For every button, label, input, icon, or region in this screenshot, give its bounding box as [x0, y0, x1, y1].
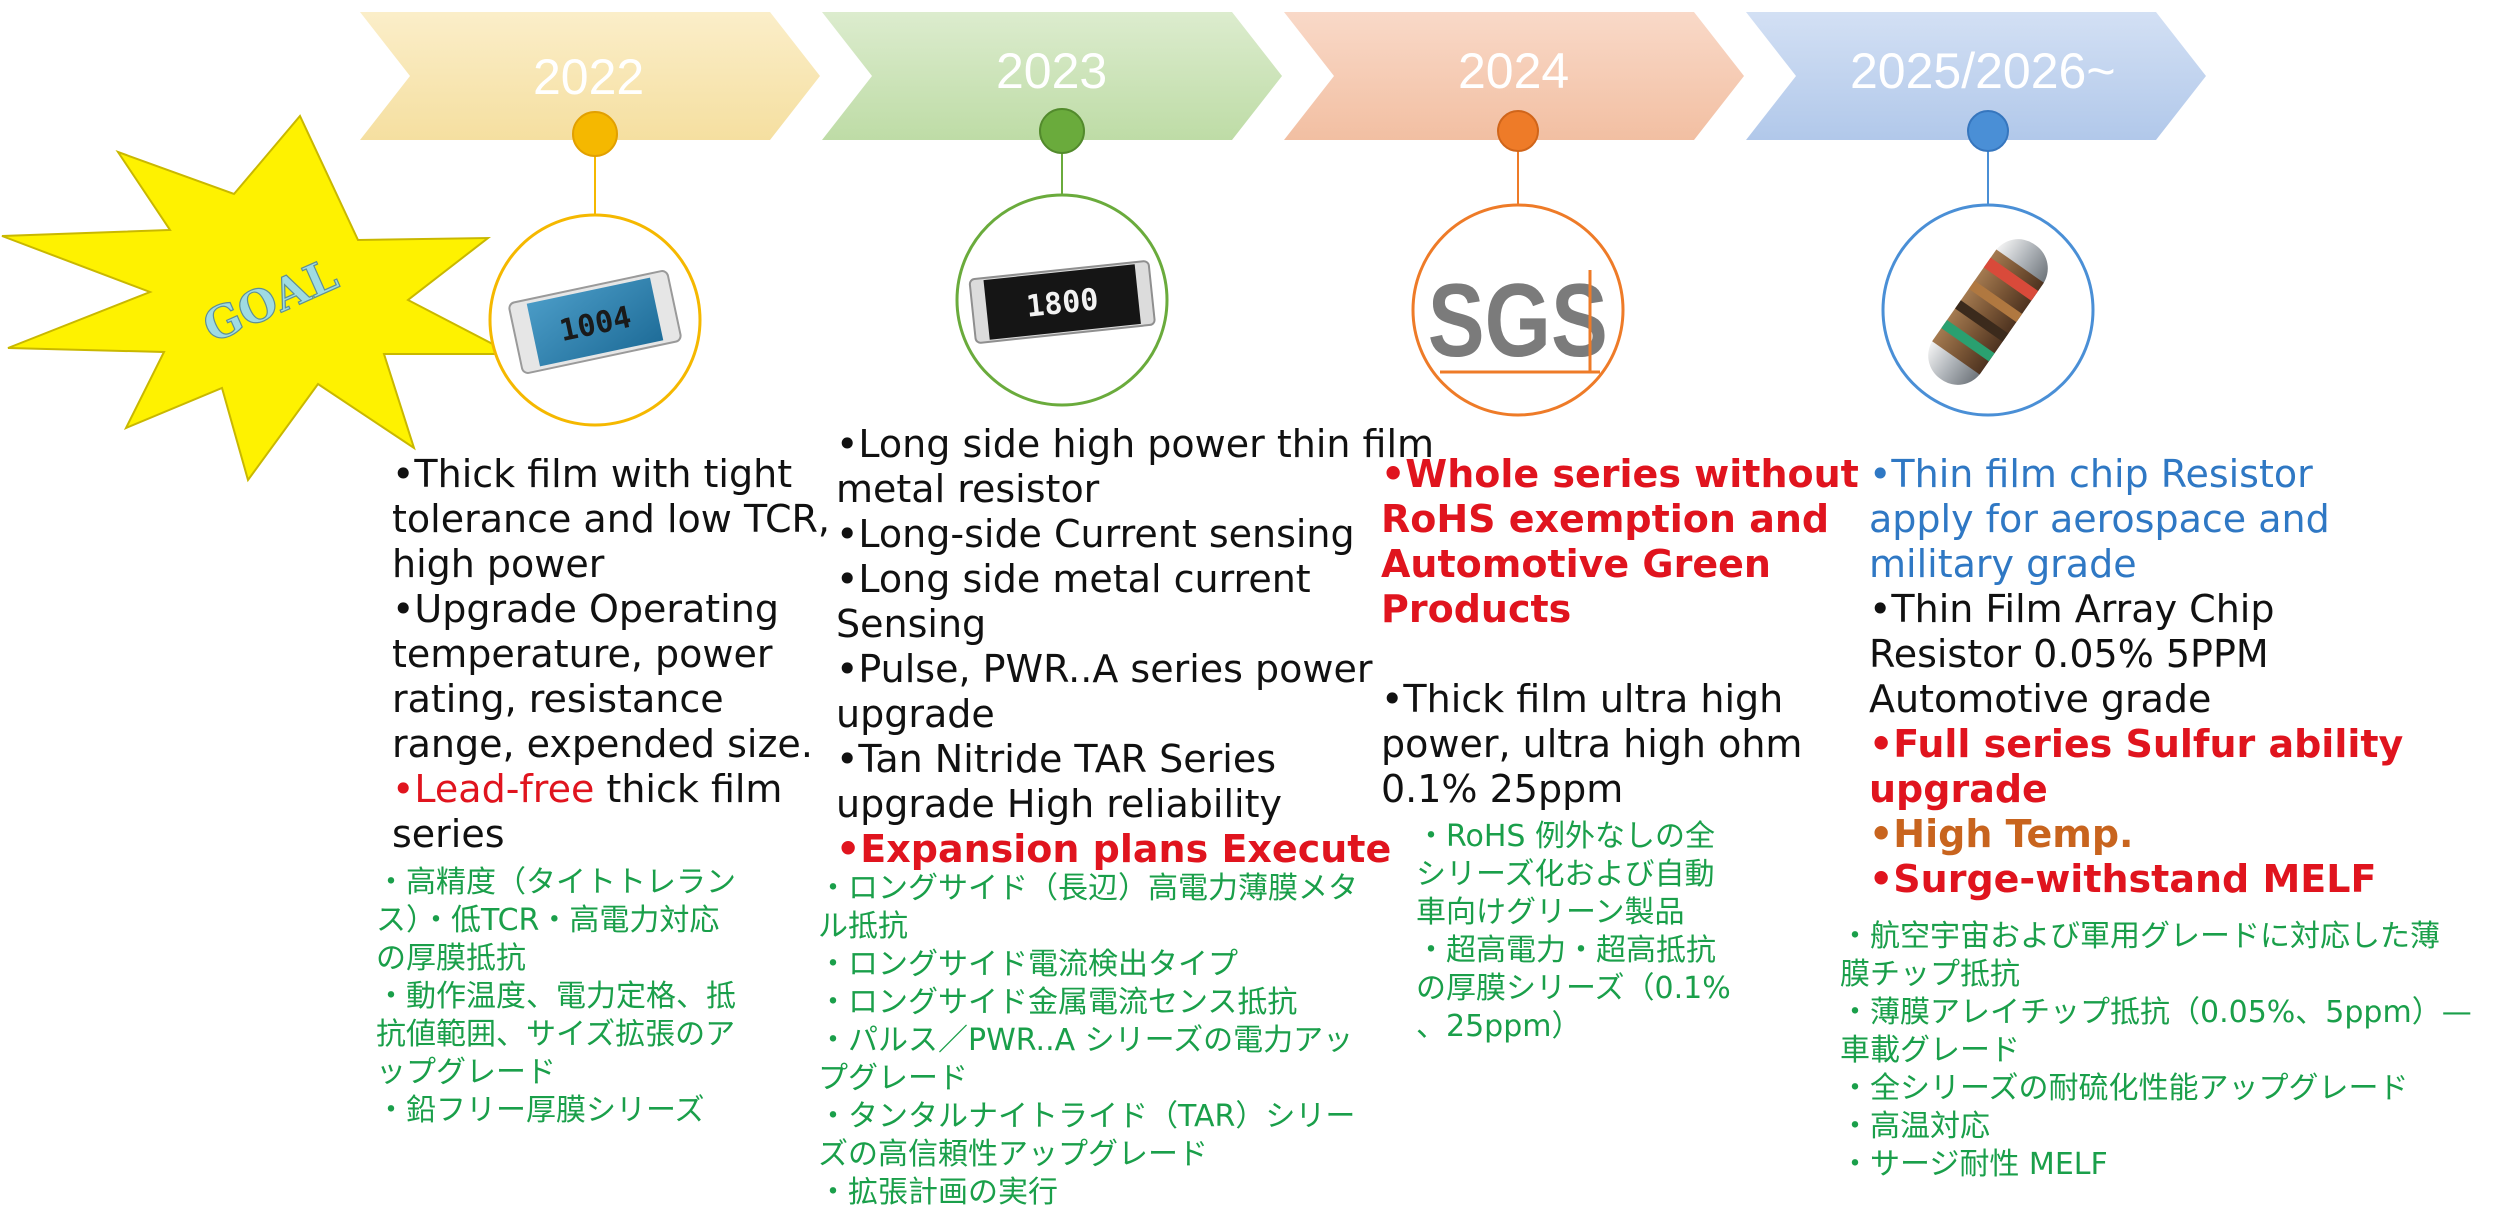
col2022-jp-line: ス）・低TCR・高電力対応	[376, 903, 720, 938]
chevron-2024	[1284, 12, 1744, 140]
col2022-jp-line: ・高精度（タイトトレラン	[376, 865, 736, 900]
col2025-line: •Thin Film Array Chip	[1869, 587, 2275, 631]
col2023-line-highlight: •Expansion plans Execute	[836, 827, 1392, 871]
col2024-jp-line: ・超高電力・超高抵抗	[1416, 933, 1716, 968]
col2024-jp-line: の厚膜シリーズ（0.1%	[1416, 971, 1731, 1006]
col2025-jp-line: ・高温対応	[1840, 1109, 1990, 1144]
col2022-line: high power	[392, 542, 605, 586]
col2025-jp-line: 膜チップ抵抗	[1840, 957, 2020, 992]
product-circle-2024	[1411, 203, 1625, 417]
timeline-dot-2023	[1039, 108, 1085, 154]
col2024-spacer	[1381, 632, 1859, 677]
col2025-line: Resistor 0.05% 5PPM	[1869, 632, 2269, 676]
col2024-jp-line: 車向けグリーン製品	[1416, 895, 1685, 930]
col2024-jp-line: シリーズ化および自動	[1416, 857, 1715, 892]
col2024-jp-line: ・RoHS 例外なしの全	[1416, 819, 1715, 854]
col2022-jp-line: ・鉛フリー厚膜シリーズ	[376, 1093, 705, 1128]
timeline-dot-2025	[1967, 110, 2009, 152]
col2022-line: series	[392, 812, 505, 856]
col2022-line: •Thick film with tight	[392, 452, 793, 496]
col2022-line: rating, resistance	[392, 677, 724, 721]
year-label-2022: 2022	[533, 49, 645, 105]
col2025-jp-line: 車載グレード	[1840, 1033, 2020, 1068]
col2023-line: upgrade	[836, 692, 995, 736]
sgs-logo-icon: SGS	[1428, 263, 1608, 379]
col2025-jp-line: ・航空宇宙および軍用グレードに対応した薄	[1840, 919, 2440, 954]
chevron-2023	[822, 12, 1282, 140]
col2023-jp-line: ・拡張計画の実行	[818, 1175, 1058, 1210]
col2022-line: tolerance and low TCR,	[392, 497, 830, 541]
lead-free-highlight: •Lead-free	[392, 767, 595, 811]
col2023-jp-line: ル抵抗	[818, 909, 908, 944]
col2024-line: •Thick film ultra high	[1381, 677, 1784, 721]
col2023-line: •Pulse, PWR..A series power	[836, 647, 1373, 691]
col2023-jp-line: ズの高信頼性アップグレード	[818, 1137, 1208, 1172]
goal-starburst-icon	[1, 114, 513, 483]
chip-1004-icon: 1004	[508, 270, 682, 374]
column-2025-text: •Thin film chip Resistor apply for aeros…	[1869, 452, 2403, 902]
col2022-jp-line: ・動作温度、電力定格、抵	[376, 979, 736, 1014]
col2025-line-blue: apply for aerospace and	[1869, 497, 2330, 541]
col2023-line: metal resistor	[836, 467, 1100, 511]
col2024-line-highlight: •Whole series without	[1381, 452, 1859, 496]
col2025-line-highlight: •Surge-withstand MELF	[1869, 857, 2377, 901]
chip-1800-label: 1800	[1025, 282, 1101, 324]
col2024-line-highlight: Products	[1381, 587, 1572, 631]
col2024-jp-line: 、25ppm）	[1416, 1009, 1582, 1044]
col2025-jp-line: ・サージ耐性 MELF	[1840, 1147, 2108, 1182]
col2023-line: •Long side high power thin film	[836, 422, 1435, 466]
year-label-2025: 2025/2026~	[1850, 43, 2116, 99]
col2022-line: •Lead-free thick film	[392, 767, 830, 812]
col2025-line: Automotive grade	[1869, 677, 2212, 721]
col2025-line-blue: military grade	[1869, 542, 2137, 586]
col2023-jp-line: ・パルス／PWR..A シリーズの電力アッ	[818, 1023, 1354, 1058]
col2023-jp-line: プグレード	[818, 1061, 968, 1096]
chevron-2022	[360, 12, 820, 140]
col2022-line: •Upgrade Operating	[392, 587, 779, 631]
timeline-dot-2024	[1497, 110, 1539, 152]
column-2024-text: •Whole series without RoHS exemption and…	[1381, 452, 1859, 812]
year-label-2024: 2024	[1458, 43, 1570, 99]
col2023-line: Sensing	[836, 602, 987, 646]
melf-resistor-icon	[1928, 239, 2048, 385]
column-2022-jp: ・高精度（タイトトレラン ス）・低TCR・高電力対応 の厚膜抵抗 ・動作温度、電…	[376, 864, 736, 1130]
col2024-line: power, ultra high ohm	[1381, 722, 1803, 766]
chip-1800-icon: 1800	[968, 260, 1156, 344]
sgs-logo-label: SGS	[1428, 263, 1608, 379]
col2023-jp-line: ・ロングサイド金属電流センス抵抗	[818, 985, 1298, 1020]
col2023-line: •Long side metal current	[836, 557, 1311, 601]
col2023-jp-line: ・ロングサイド電流検出タイプ	[818, 947, 1238, 982]
col2022-line-rest: thick film	[594, 767, 783, 811]
col2024-line-highlight: Automotive Green	[1381, 542, 1771, 586]
column-2022-text: •Thick film with tight tolerance and low…	[392, 452, 830, 857]
col2025-line-blue: •Thin film chip Resistor	[1869, 452, 2313, 496]
col2025-line-highlight: •Full series Sulfur ability	[1869, 722, 2404, 766]
col2022-jp-line: 抗値範囲、サイズ拡張のア	[376, 1017, 736, 1052]
col2022-line: range, expended size.	[392, 722, 813, 766]
chevron-2025	[1746, 12, 2206, 140]
col2025-line-orange: •High Temp.	[1869, 812, 2134, 856]
column-2023-jp: ・ロングサイド（長辺）高電力薄膜メタ ル抵抗 ・ロングサイド電流検出タイプ ・ロ…	[818, 870, 1358, 1212]
column-2023-text: •Long side high power thin film metal re…	[836, 422, 1434, 872]
col2024-line: 0.1% 25ppm	[1381, 767, 1624, 811]
col2025-jp-line: ・薄膜アレイチップ抵抗（0.05%、5ppm）—	[1840, 995, 2472, 1030]
col2022-jp-line: の厚膜抵抗	[376, 941, 526, 976]
col2023-jp-line: ・タンタルナイトライド（TAR）シリー	[818, 1099, 1356, 1134]
col2025-line-highlight: upgrade	[1869, 767, 2048, 811]
column-2024-jp: ・RoHS 例外なしの全 シリーズ化および自動 車向けグリーン製品 ・超高電力・…	[1416, 818, 1731, 1046]
col2025-jp-line: ・全シリーズの耐硫化性能アップグレード	[1840, 1071, 2409, 1106]
col2023-line: •Long-side Current sensing	[836, 512, 1355, 556]
col2024-line-highlight: RoHS exemption and	[1381, 497, 1830, 541]
col2022-jp-line: ップグレード	[376, 1055, 556, 1090]
col2023-jp-line: ・ロングサイド（長辺）高電力薄膜メタ	[818, 871, 1358, 906]
col2023-line: upgrade High reliability	[836, 782, 1282, 826]
year-label-2023: 2023	[996, 43, 1108, 99]
col2022-line: temperature, power	[392, 632, 773, 676]
col2023-line: •Tan Nitride TAR Series	[836, 737, 1277, 781]
timeline-dot-2022	[572, 111, 618, 157]
column-2025-jp: ・航空宇宙および軍用グレードに対応した薄 膜チップ抵抗 ・薄膜アレイチップ抵抗（…	[1840, 918, 2472, 1184]
